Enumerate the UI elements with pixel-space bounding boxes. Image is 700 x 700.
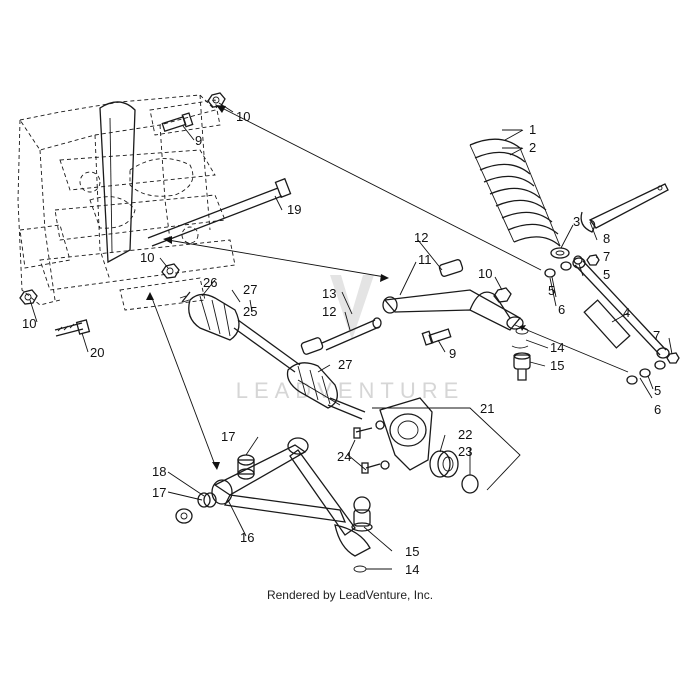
steering-knuckle-21	[375, 397, 433, 471]
nut-10-arm	[493, 287, 512, 303]
bushing-12-top	[438, 259, 464, 277]
cotter-pin-14-upper	[511, 345, 529, 349]
callout-25: 25	[243, 304, 257, 319]
spanner-wrench-8	[580, 183, 669, 233]
watermark-text: LEADVENTURE	[236, 378, 465, 403]
callout-27-low: 27	[338, 357, 352, 372]
bushing-12-low	[300, 337, 324, 355]
callout-11: 11	[418, 252, 432, 267]
callout-26: 26	[203, 275, 217, 290]
bracket-21	[372, 407, 521, 491]
callout-7-b: 7	[653, 328, 660, 343]
bolt-20	[54, 319, 91, 337]
callout-19: 19	[287, 202, 301, 217]
callout-13: 13	[322, 286, 336, 301]
pivot-tube-13	[321, 317, 382, 351]
washer-18	[175, 508, 193, 524]
snap-ring-23	[461, 474, 479, 494]
callout-16: 16	[240, 530, 254, 545]
bracket-24	[347, 439, 367, 471]
callout-7-a: 7	[603, 249, 610, 264]
studs-24	[353, 427, 381, 474]
cv-axle-25	[179, 291, 366, 420]
cotter-pin-14-lower	[353, 565, 367, 573]
callout-17-top: 17	[221, 429, 235, 444]
bolt-9-arm	[421, 328, 452, 346]
callout-5-c: 5	[654, 383, 661, 398]
callout-15-lower: 15	[405, 544, 419, 559]
render-credit: Rendered by LeadVenture, Inc.	[266, 588, 434, 602]
callout-10-top: 10	[236, 109, 250, 124]
callout-6-b: 6	[654, 402, 661, 417]
callout-27-top: 27	[243, 282, 257, 297]
callout-21: 21	[480, 401, 494, 416]
spring-retainer-3	[550, 247, 570, 259]
callout-2: 2	[529, 140, 536, 155]
ball-joint-15-lower	[351, 496, 373, 532]
callout-10-arm: 10	[478, 266, 492, 281]
nut-10-mid	[161, 263, 180, 279]
upper-a-arm-11	[382, 289, 529, 335]
callout-9-arm: 9	[449, 346, 456, 361]
callout-3: 3	[573, 214, 580, 229]
callout-15-upper: 15	[550, 358, 564, 373]
bolt-19	[147, 177, 292, 247]
spring-1	[469, 138, 561, 247]
nut-10-left	[19, 289, 38, 305]
callout-10-mid: 10	[140, 250, 154, 265]
callout-5-a: 5	[548, 283, 555, 298]
callout-5-b: 5	[603, 267, 610, 282]
callout-18: 18	[152, 464, 166, 479]
callout-22: 22	[458, 427, 472, 442]
callout-10-left: 10	[22, 316, 36, 331]
callout-23: 23	[458, 444, 472, 459]
bracket-1-2	[502, 129, 522, 149]
callout-24: 24	[337, 449, 351, 464]
callout-14-upper: 14	[550, 340, 564, 355]
callout-20: 20	[90, 345, 104, 360]
callout-14-lower: 14	[405, 562, 419, 577]
callout-labels: 1 2 3 4 5 5 5 6 6 7 7 8 9 9 10 10 10 10 …	[22, 109, 661, 577]
callout-4: 4	[623, 305, 630, 320]
bearing-22	[429, 450, 459, 478]
callout-1: 1	[529, 122, 536, 137]
bolt-9-top	[161, 112, 194, 133]
lower-a-arm-16	[211, 437, 371, 557]
callout-17-low: 17	[152, 485, 166, 500]
leader-lines	[29, 102, 673, 570]
assembly-arrows	[146, 105, 629, 470]
bushing-17-low	[197, 492, 217, 508]
callout-9-top: 9	[195, 133, 202, 148]
shock-hardware	[544, 254, 680, 385]
ball-joint-15-upper	[513, 352, 531, 381]
callout-12-low: 12	[322, 304, 336, 319]
callout-8: 8	[603, 231, 610, 246]
shock-absorber-4	[572, 257, 670, 359]
bushing-17-top	[237, 454, 255, 480]
callout-6-a: 6	[558, 302, 565, 317]
callout-12-top: 12	[414, 230, 428, 245]
